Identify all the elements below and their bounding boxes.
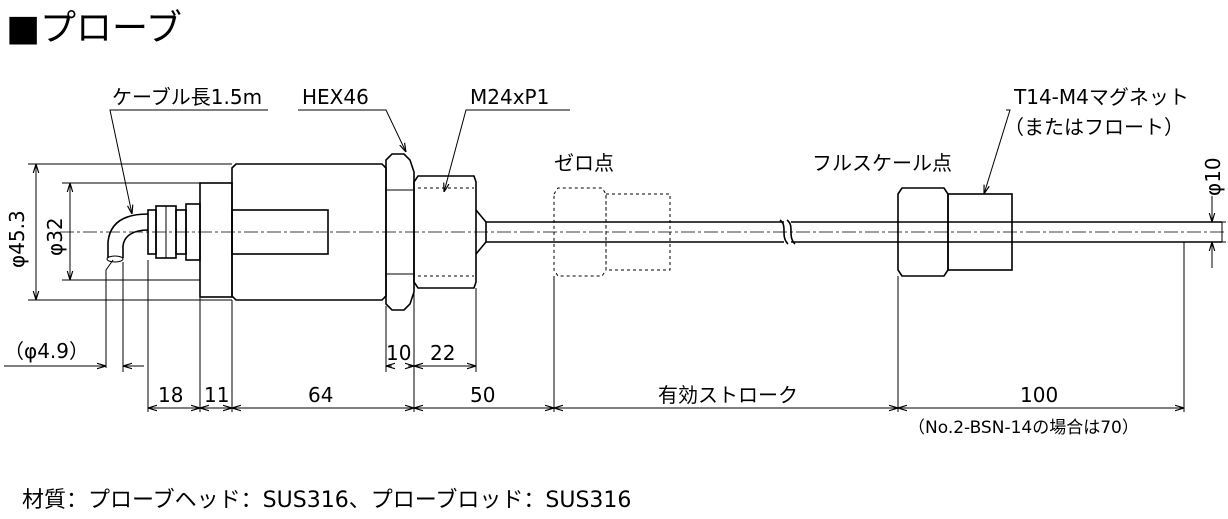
dim-64: 64	[308, 383, 333, 407]
rod-diameter-dim: φ10	[1184, 157, 1226, 268]
magnet-alt-label: （またはフロート）	[1004, 115, 1184, 139]
cable-length-label: ケーブル長1.5m	[112, 85, 262, 109]
magnet-label: T14-M4マグネット	[1013, 85, 1189, 109]
body-diameter-dims: φ45.3 φ32	[5, 163, 232, 301]
dim-11: 11	[204, 383, 229, 407]
rod-diameter-label: φ10	[1201, 157, 1225, 196]
leader-lines	[109, 109, 1011, 214]
dim-100: 100	[1020, 383, 1058, 407]
dim-100-note: （No.2-BSN-14の場合は70）	[908, 418, 1139, 438]
material-note: 材質：プローブヘッド：SUS316、プローブロッド：SUS316	[22, 488, 631, 513]
dim-stroke: 有効ストローク	[658, 383, 798, 407]
zero-point-magnet	[553, 187, 671, 277]
dim-50: 50	[470, 383, 495, 407]
thread-label: M24xP1	[470, 85, 549, 109]
dim-18: 18	[158, 383, 183, 407]
body-diameter-label: φ45.3	[5, 210, 29, 268]
full-scale-magnet	[897, 187, 1013, 277]
dim-10: 10	[386, 341, 411, 365]
zero-point-label: ゼロ点	[554, 151, 614, 175]
extension-lines	[147, 242, 1185, 412]
length-dims: 18 11 64 50 有効ストローク 100 （No.2-BSN-14の場合は…	[148, 383, 1184, 438]
cable-diameter-dim: （φ4.9）	[4, 262, 144, 372]
flange-diameter-label: φ32	[43, 217, 67, 256]
cable-diameter-label: （φ4.9）	[4, 339, 89, 363]
full-scale-label: フルスケール点	[812, 151, 952, 175]
cable	[105, 213, 149, 368]
probe-rod	[486, 219, 1223, 245]
thread-m24	[413, 175, 487, 289]
dim-22: 22	[430, 341, 455, 365]
hex-thread-dims: 10 22	[386, 341, 476, 366]
page-title: ■プローブ	[6, 8, 182, 49]
hex-label: HEX46	[302, 85, 369, 109]
